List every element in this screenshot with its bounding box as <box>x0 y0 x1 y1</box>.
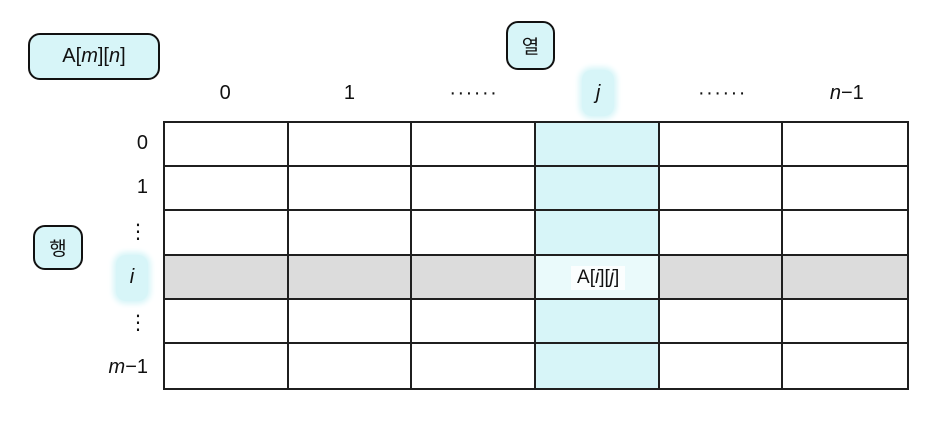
col-header-dots-left-label: ······ <box>449 81 499 104</box>
grid-cell-r2-c2 <box>412 211 536 256</box>
row-header-1-label: 1 <box>136 176 148 199</box>
col-header-dots-right-label: ······ <box>697 81 747 104</box>
row-header-vdots-top-label: ⋮ <box>128 221 148 244</box>
grid-cell-r1-c5 <box>783 167 907 212</box>
grid-cell-r0-c5 <box>783 123 907 168</box>
column-axis-label: 열 <box>521 37 540 58</box>
col-header-n-1: n−1 <box>785 72 909 114</box>
grid-cell-r5-c5 <box>783 344 907 388</box>
row-headers: 0 1 ⋮ i ⋮ m−1 <box>40 121 160 390</box>
col-header-0: 0 <box>163 72 287 114</box>
col-header-0-label: 0 <box>219 81 231 104</box>
array-decl-mid: ][ <box>97 45 109 67</box>
grid-cell-r5-c4 <box>660 343 784 388</box>
grid-cell-r1-c1 <box>288 167 413 212</box>
grid-cell-r4-c2 <box>412 299 536 344</box>
grid-cell-r1-c2 <box>412 167 536 212</box>
array-grid-wrap: A[i][j] <box>163 121 909 390</box>
grid-cell-r2-c5 <box>783 211 907 256</box>
row-header-i: i <box>40 254 160 301</box>
row-header-1: 1 <box>40 166 160 211</box>
row-header-vdots-bottom-label: ⋮ <box>128 312 148 335</box>
grid-cell-r2-c1 <box>288 211 413 256</box>
column-axis-badge: 열 <box>506 21 555 70</box>
col-header-dots-left: ······ <box>412 72 536 114</box>
col-header-1: 1 <box>287 72 411 114</box>
grid-cell-r3-c3 <box>535 255 660 300</box>
grid-cell-r0-c3 <box>535 123 660 168</box>
array-decl-m: m <box>81 45 98 67</box>
row-header-i-highlight: i <box>116 254 148 301</box>
grid-cell-r4-c3 <box>535 299 660 344</box>
grid-cell-r1-c4 <box>659 167 784 212</box>
grid-cell-r2-c0 <box>165 211 289 256</box>
grid-cell-r3-c2 <box>412 255 536 300</box>
array-grid <box>163 121 909 390</box>
row-header-vdots-top: ⋮ <box>40 210 160 255</box>
grid-cell-r3-c5 <box>783 255 907 300</box>
grid-cell-r1-c3 <box>535 167 660 212</box>
grid-cell-r3-c4 <box>659 255 784 300</box>
grid-cell-r4-c0 <box>165 299 289 344</box>
row-header-m-1: m−1 <box>40 345 160 390</box>
grid-cell-r5-c0 <box>165 343 289 388</box>
grid-cell-r0-c2 <box>412 123 536 168</box>
col-header-n-suffix: −1 <box>840 81 864 104</box>
grid-cell-r3-c0 <box>165 255 289 300</box>
row-header-m-suffix: −1 <box>125 356 148 379</box>
grid-cell-r2-c4 <box>659 211 784 256</box>
grid-cell-r5-c1 <box>289 343 413 388</box>
row-header-m: m <box>108 356 126 379</box>
grid-cell-r3-c1 <box>288 255 413 300</box>
column-headers: 0 1 ······ j ······ n−1 <box>163 70 909 116</box>
grid-cell-r0-c4 <box>659 123 784 168</box>
col-header-j: j <box>536 70 660 116</box>
col-header-1-label: 1 <box>343 81 356 104</box>
array-decl-prefix: A[ <box>62 45 82 67</box>
row-header-0-label: 0 <box>136 131 148 154</box>
array-decl-suffix: ] <box>120 45 126 67</box>
array-decl-n: n <box>109 45 121 67</box>
grid-cell-r4-c5 <box>783 300 907 344</box>
array-declaration-badge: A[m][n] <box>28 33 160 80</box>
grid-cell-r5-c2 <box>412 343 536 388</box>
col-header-j-highlight: j <box>582 70 615 116</box>
col-header-n: n <box>829 81 841 104</box>
row-header-0: 0 <box>40 121 160 166</box>
grid-cell-r0-c0 <box>165 123 289 168</box>
grid-cell-r0-c1 <box>288 123 413 168</box>
grid-cell-r5-c3 <box>535 343 660 388</box>
grid-cell-r4-c4 <box>659 299 784 344</box>
row-header-vdots-bottom: ⋮ <box>40 301 160 346</box>
grid-cell-r1-c0 <box>165 167 289 212</box>
grid-cell-r4-c1 <box>288 299 413 344</box>
grid-cell-r2-c3 <box>535 211 660 256</box>
col-header-dots-right: ······ <box>660 72 784 114</box>
row-axis-label: 행 <box>49 239 67 260</box>
row-axis-badge: 행 <box>33 225 83 270</box>
